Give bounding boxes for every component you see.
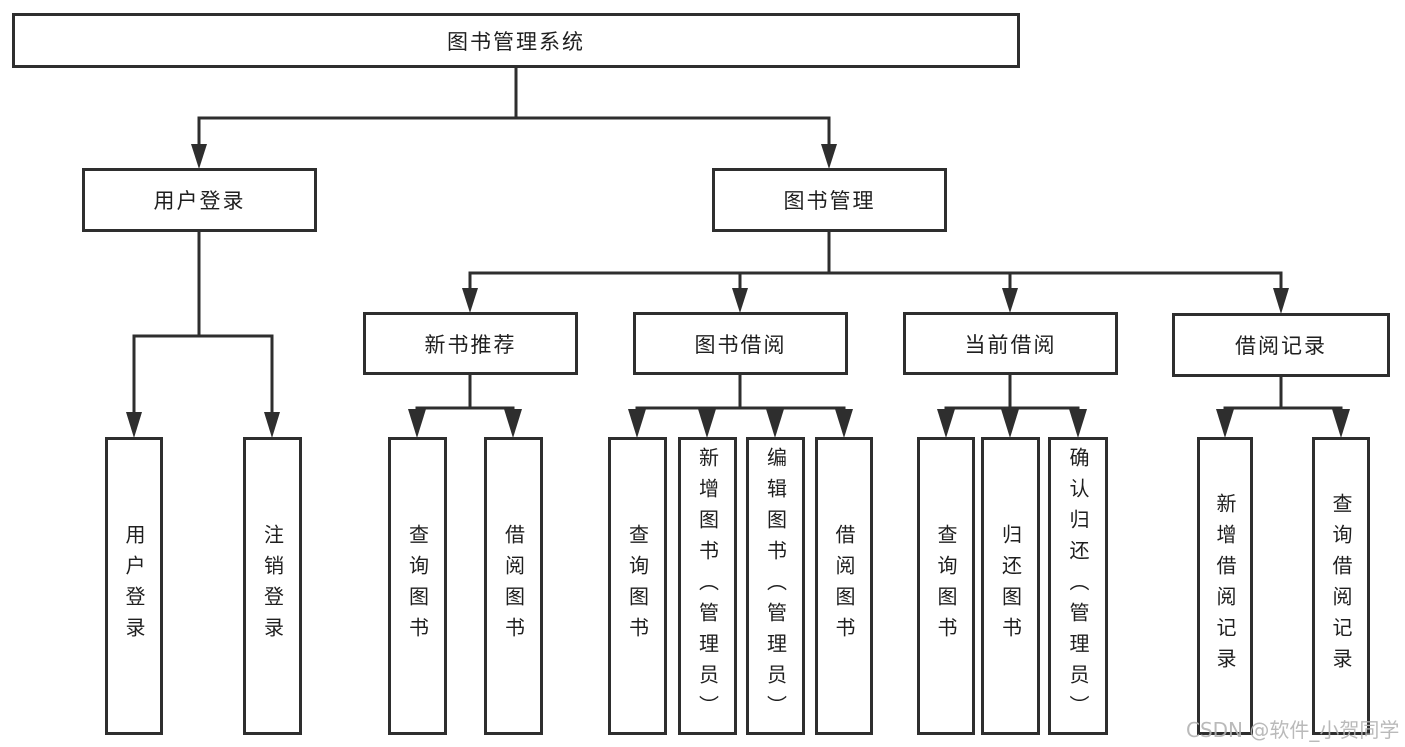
leaf-label: 查询图书 xyxy=(405,524,430,648)
leaf-label: 新增图书（管理员） xyxy=(695,446,720,726)
node-library-system: 图书管理系统 xyxy=(12,13,1020,68)
leaf-label: 查询借阅记录 xyxy=(1329,493,1353,679)
node-label: 图书管理系统 xyxy=(447,29,585,54)
node-label: 图书管理 xyxy=(783,189,876,213)
leaf-label: 确认归还（管理员） xyxy=(1066,446,1090,726)
node-label: 当前借阅 xyxy=(964,332,1057,357)
node-label: 图书借阅 xyxy=(694,332,787,357)
leaf-bb-query-books: 查询图书 xyxy=(608,437,667,735)
leaf-label: 归还图书 xyxy=(998,524,1023,648)
node-book-borrowing: 图书借阅 xyxy=(633,312,848,375)
leaf-label: 借阅图书 xyxy=(832,524,856,648)
leaf-label: 编辑图书（管理员） xyxy=(763,446,788,726)
node-borrowing-records: 借阅记录 xyxy=(1172,313,1390,377)
node-label: 用户登录 xyxy=(153,189,246,213)
leaf-nb-borrow-books: 借阅图书 xyxy=(484,437,543,735)
leaf-label: 借阅图书 xyxy=(501,524,526,648)
leaf-label: 查询图书 xyxy=(625,524,650,648)
leaf-user-login: 用户登录 xyxy=(105,437,163,735)
leaf-label: 查询图书 xyxy=(934,524,958,648)
leaf-cb-query-books: 查询图书 xyxy=(917,437,975,735)
node-current-borrowing: 当前借阅 xyxy=(903,312,1118,375)
leaf-label: 新增借阅记录 xyxy=(1213,493,1237,679)
node-book-management: 图书管理 xyxy=(712,168,947,232)
leaf-br-query-record: 查询借阅记录 xyxy=(1312,437,1370,735)
leaf-logout: 注销登录 xyxy=(243,437,302,735)
node-user-login: 用户登录 xyxy=(82,168,317,232)
watermark: CSDN @软件_小贺同学 xyxy=(1186,718,1400,742)
leaf-bb-borrow-books: 借阅图书 xyxy=(815,437,873,735)
node-label: 新书推荐 xyxy=(424,332,517,357)
leaf-nb-query-books: 查询图书 xyxy=(388,437,447,735)
leaf-cb-return-books: 归还图书 xyxy=(981,437,1040,735)
node-label: 借阅记录 xyxy=(1235,334,1327,358)
leaf-bb-add-books-admin: 新增图书（管理员） xyxy=(678,437,737,735)
leaf-bb-edit-books-admin: 编辑图书（管理员） xyxy=(746,437,805,735)
leaf-cb-confirm-return-admin: 确认归还（管理员） xyxy=(1048,437,1108,735)
leaf-label: 注销登录 xyxy=(260,524,285,648)
node-new-book-recommend: 新书推荐 xyxy=(363,312,578,375)
leaf-br-add-record: 新增借阅记录 xyxy=(1197,437,1253,735)
leaf-label: 用户登录 xyxy=(122,524,146,648)
